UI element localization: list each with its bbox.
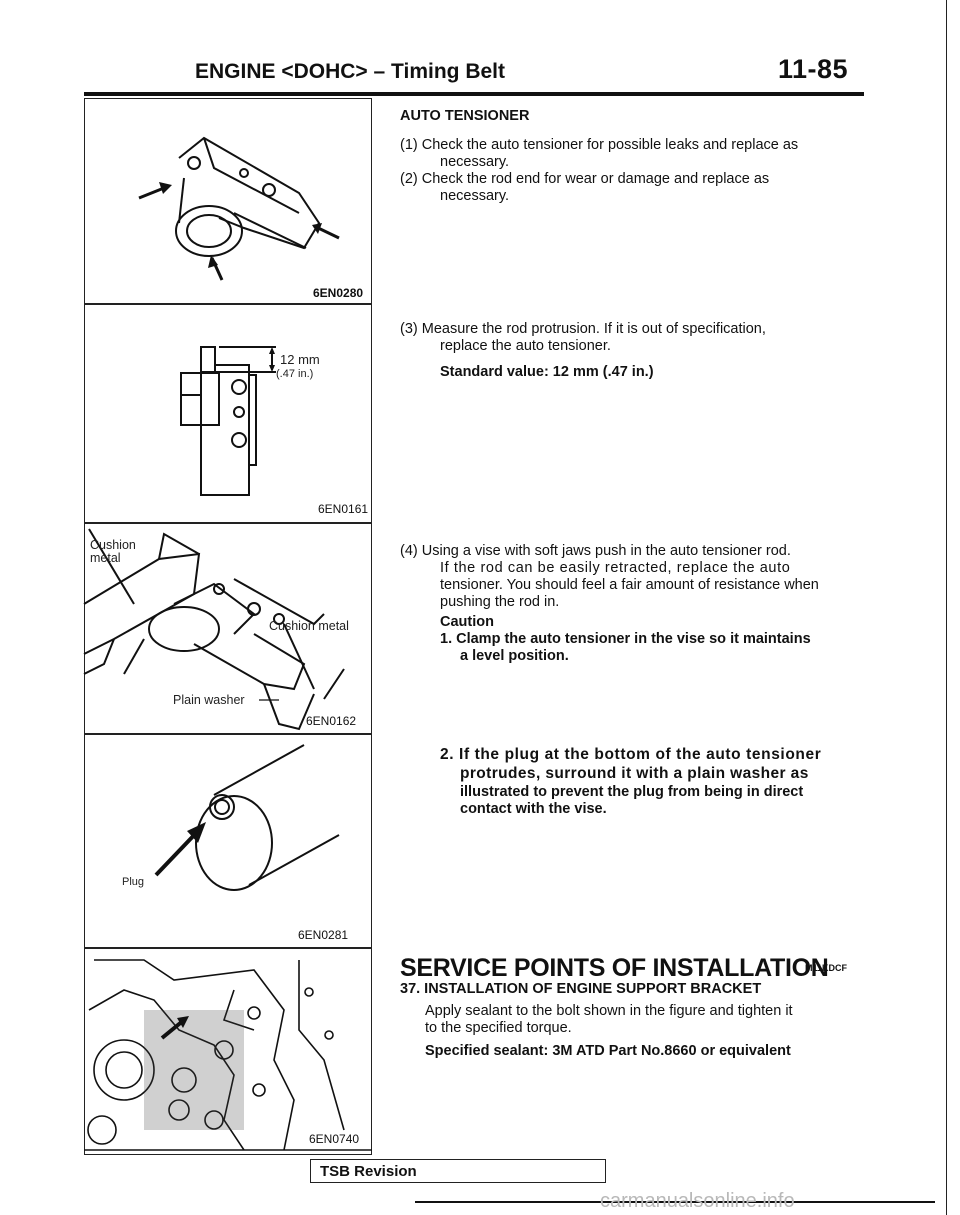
callout-plug: Plug bbox=[122, 876, 145, 888]
rod-protrusion-illustration bbox=[180, 346, 276, 496]
section-heading: AUTO TENSIONER bbox=[400, 108, 530, 124]
tensioner-leak-illustration bbox=[138, 136, 340, 281]
step-1: (1) Check the auto tensioner for possibl… bbox=[400, 137, 799, 153]
footer-rule bbox=[415, 1201, 935, 1203]
vise-illustration bbox=[83, 528, 345, 731]
plug-illustration bbox=[154, 744, 340, 891]
standard-value: Standard value: 12 mm (.47 in.) bbox=[440, 364, 654, 380]
caution-2: 2. If the plug at the bottom of the auto… bbox=[440, 746, 822, 763]
step-4: (4) Using a vise with soft jaws push in … bbox=[400, 543, 791, 559]
callout-cushion-metal: Cushion metal bbox=[269, 619, 349, 633]
caution-2-cont: protrudes, surround it with a plain wash… bbox=[460, 765, 809, 782]
callout-plain-washer: Plain washer bbox=[173, 693, 245, 707]
item-body: Apply sealant to the bolt shown in the f… bbox=[425, 1003, 793, 1019]
figure-code: 6EN0161 bbox=[318, 502, 369, 516]
figure-column bbox=[84, 98, 372, 1155]
engine-bracket-illustration bbox=[84, 959, 372, 1151]
watermark: carmanualsonline.info bbox=[600, 1190, 795, 1212]
figure-code: 6EN0162 bbox=[306, 714, 357, 728]
caution-1-cont: a level position. bbox=[460, 648, 569, 664]
section-title: SERVICE POINTS OF INSTALLATION bbox=[400, 954, 829, 982]
caution-2-cont: contact with the vise. bbox=[460, 801, 607, 817]
step-1-cont: necessary. bbox=[440, 154, 510, 170]
section-code: M11KDCF bbox=[805, 963, 848, 973]
callout-cushion-metal: Cushion metal bbox=[90, 538, 136, 565]
item-body-cont: to the specified torque. bbox=[425, 1020, 572, 1036]
figure-code: 6EN0740 bbox=[309, 1132, 360, 1146]
step-2-cont: necessary. bbox=[440, 188, 510, 204]
header-rule bbox=[84, 92, 864, 96]
margin-rule bbox=[946, 0, 947, 1215]
figure-divider bbox=[84, 733, 372, 735]
caution-1: 1. Clamp the auto tensioner in the vise … bbox=[440, 631, 811, 647]
item-heading: 37. INSTALLATION OF ENGINE SUPPORT BRACK… bbox=[400, 981, 762, 997]
page-number: 11-85 bbox=[778, 54, 849, 84]
page-title: ENGINE <DOHC> – Timing Belt bbox=[194, 60, 505, 83]
figure-code: 6EN0280 bbox=[313, 286, 364, 300]
figure-code: 6EN0281 bbox=[298, 928, 349, 942]
step-4-cont: If the rod can be easily retracted, repl… bbox=[440, 560, 791, 576]
tsb-revision-box: TSB Revision bbox=[310, 1159, 606, 1183]
figure-divider bbox=[84, 947, 372, 949]
step-2: (2) Check the rod end for wear or damage… bbox=[400, 171, 770, 187]
figure-divider bbox=[84, 303, 372, 305]
figure-divider bbox=[84, 522, 372, 524]
dimension-in: (.47 in.) bbox=[276, 368, 314, 380]
caution-heading: Caution bbox=[440, 614, 494, 630]
step-3: (3) Measure the rod protrusion. If it is… bbox=[400, 321, 766, 337]
caution-2-cont: illustrated to prevent the plug from bei… bbox=[460, 784, 804, 800]
step-4-cont: pushing the rod in. bbox=[440, 594, 560, 610]
step-4-cont: tensioner. You should feel a fair amount… bbox=[440, 577, 819, 593]
dimension-mm: 12 mm bbox=[280, 352, 320, 367]
specified-sealant: Specified sealant: 3M ATD Part No.8660 o… bbox=[425, 1043, 791, 1059]
step-3-cont: replace the auto tensioner. bbox=[440, 338, 611, 354]
